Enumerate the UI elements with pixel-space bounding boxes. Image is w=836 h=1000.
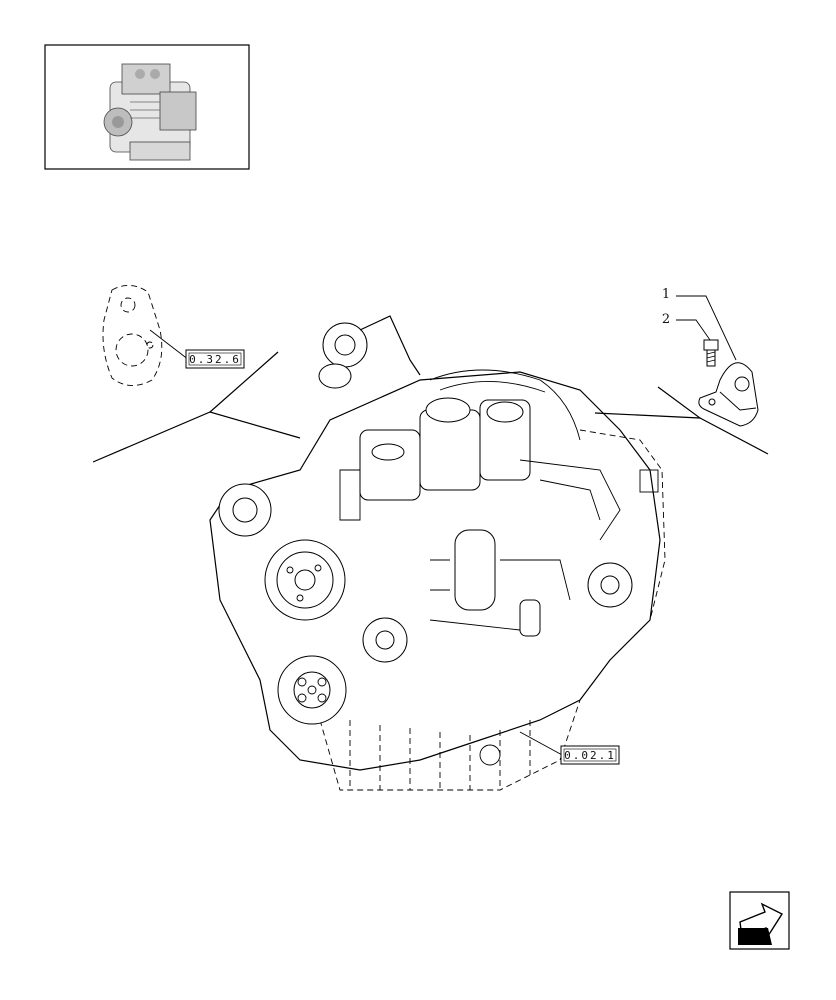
leader-right-upper: [594, 386, 702, 419]
gasket-part: [102, 285, 163, 386]
ref-label-0-32-6: 0.32.6: [189, 353, 241, 366]
callout-2: 2: [662, 312, 670, 327]
ref-leader-line-bottom: [519, 731, 565, 757]
next-page-arrow-icon[interactable]: [729, 891, 790, 950]
ref-box-0-32-6[interactable]: 0.32.6: [185, 349, 245, 369]
leader-callout-1: [676, 295, 737, 361]
bolt-part: [703, 339, 719, 367]
callout-1: 1: [662, 287, 670, 302]
ref-label-0-02-1: 0.02.1: [564, 749, 616, 762]
engine-assembly: [209, 315, 666, 791]
engine-thumbnail-icon: [44, 44, 250, 170]
ref-box-0-02-1[interactable]: 0.02.1: [560, 745, 620, 765]
bracket-part: [698, 362, 759, 427]
ref-leader-line: [149, 329, 190, 361]
leader-callout-2: [676, 319, 711, 341]
leader-left-upper: [209, 351, 279, 413]
leader-left-lower: [92, 411, 301, 463]
leader-right-lower: [699, 417, 769, 455]
